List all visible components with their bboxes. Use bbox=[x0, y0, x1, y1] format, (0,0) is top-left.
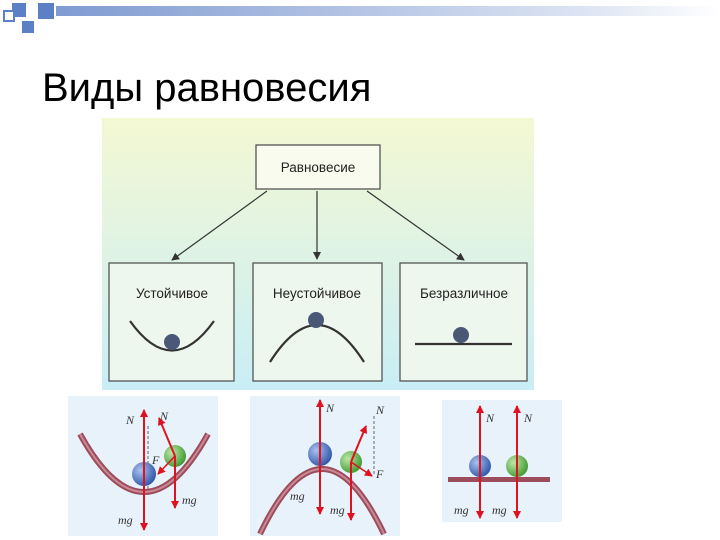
indifferent-ball bbox=[453, 327, 469, 343]
stable-f-label: F bbox=[151, 453, 160, 467]
stable-n2-vector bbox=[158, 417, 176, 457]
decor-square-top bbox=[12, 3, 26, 17]
stable-n2-label: N bbox=[159, 409, 169, 423]
indifferent-label: Безразличное bbox=[420, 286, 508, 301]
unstable-ball bbox=[308, 312, 324, 328]
stable-ball bbox=[164, 334, 180, 350]
unstable-mg-label: mg bbox=[290, 489, 305, 503]
arrow-to-stable bbox=[171, 190, 268, 261]
root-label: Равновесие bbox=[281, 160, 356, 175]
indifferent-mg-label: mg bbox=[454, 503, 469, 517]
decor-square-top-right bbox=[38, 3, 54, 19]
indifferent-track bbox=[448, 477, 550, 482]
indifferent-box bbox=[399, 262, 528, 382]
stable-mg2-label: mg bbox=[182, 493, 197, 507]
stable-f-vector bbox=[157, 455, 176, 475]
decor-square-outline bbox=[3, 10, 15, 22]
unstable-f-label: F bbox=[375, 467, 384, 481]
decor-gradient-band bbox=[56, 6, 720, 16]
unstable-n2-vector bbox=[350, 425, 367, 463]
unstable-f-vector bbox=[350, 461, 373, 477]
fig-unstable-forces: N N F mg mg bbox=[250, 396, 400, 536]
slide-title: Виды равновесия bbox=[42, 66, 372, 110]
fig-stable-forces: N N F mg mg bbox=[68, 396, 218, 536]
unstable-n-label: N bbox=[325, 401, 335, 415]
indifferent-mg2-label: mg bbox=[492, 503, 507, 517]
indifferent-n-label: N bbox=[485, 411, 495, 425]
stable-n-label: N bbox=[125, 413, 135, 427]
unstable-n2-label: N bbox=[375, 403, 385, 417]
stable-label: Устойчивое bbox=[136, 286, 208, 301]
stable-mg-label: mg bbox=[118, 513, 133, 527]
decor-square-bottom bbox=[22, 21, 34, 33]
stable-box bbox=[108, 262, 235, 382]
root-box bbox=[255, 144, 381, 190]
unstable-label: Неустойчивое bbox=[273, 286, 361, 301]
arrow-to-indifferent bbox=[366, 190, 465, 261]
fig-indifferent-forces: N N mg mg bbox=[442, 400, 562, 522]
unstable-mg2-label: mg bbox=[330, 503, 345, 517]
stable-bowl bbox=[129, 320, 215, 352]
fig-indifferent-background bbox=[442, 400, 562, 522]
equilibrium-diagram: Равновесие Устойчивое Неустойчивое Безра… bbox=[102, 118, 534, 390]
indifferent-n2-label: N bbox=[523, 411, 533, 425]
